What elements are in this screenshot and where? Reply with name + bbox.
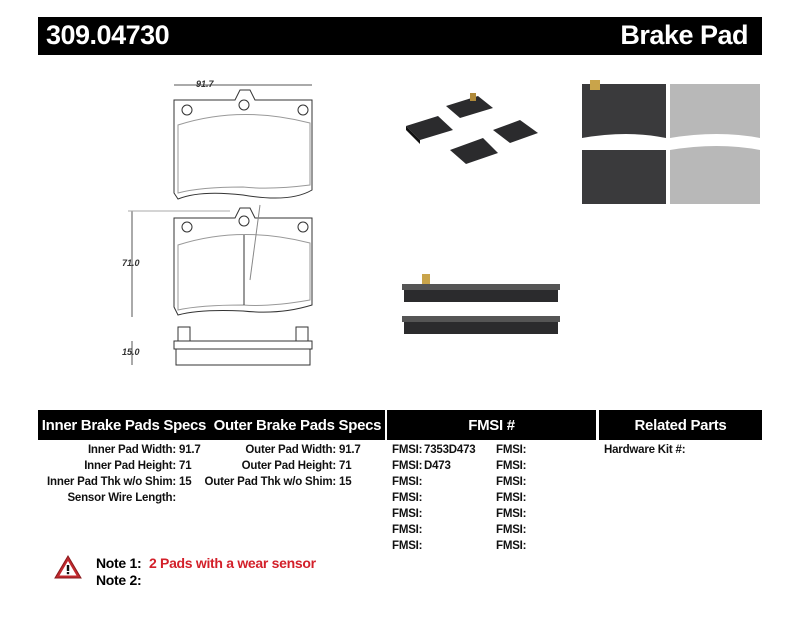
top-pad-friction [177,114,311,194]
fmsi-label: FMSI: [496,476,527,488]
fmsi-row: FMSI: [392,490,475,506]
fmsi-header: FMSI # [387,410,596,440]
note-1-label: Note 1: [96,555,142,571]
note-2-label: Note 2: [96,572,142,588]
top-pad-outline [173,89,313,200]
technical-drawing [128,84,313,366]
inner-spec-row: Inner Pad Height: 71 [20,458,201,474]
face-pads-photo [582,80,760,204]
fmsi-row: FMSI: [392,474,475,490]
spec-value: 15 [339,476,352,488]
fmsi-row: FMSI: [392,522,475,538]
fmsi-label: FMSI: [392,444,423,456]
fmsi-row: FMSI:D473 [392,458,475,474]
bottom-pad-outline [173,207,313,316]
note-2: Note 2: [96,572,142,588]
spec-label: Outer Pad Thk w/o Shim: [204,476,337,488]
related-parts-header: Related Parts [599,410,762,440]
spec-value: 71 [179,460,192,472]
fmsi-label: FMSI: [392,492,423,504]
outer-spec-row: Outer Pad Thk w/o Shim: 15 [180,474,361,490]
fmsi-row: FMSI:7353D473 [392,442,476,458]
note-1: Note 1: 2 Pads with a wear sensor [96,555,316,571]
outer-spec-row: Outer Pad Width: 91.7 [180,442,361,458]
fmsi-label: FMSI: [392,476,423,488]
fmsi-label: FMSI: [496,460,527,472]
outer-spec-row: Outer Pad Height: 71 [180,458,361,474]
inner-spec-row: Inner Pad Width: 91.7 [20,442,201,458]
spec-value: 71 [339,460,352,472]
fmsi-label: FMSI: [496,540,527,552]
spec-label: Inner Pad Width: [87,444,176,456]
inner-specs-header: Inner Brake Pads Specs [41,416,207,434]
fmsi-value: 7353D473 [424,444,476,456]
spec-label: Outer Pad Width: [245,444,336,456]
spec-label: Sensor Wire Length: [67,492,176,504]
warning-triangle-icon [54,555,82,579]
fmsi-label: FMSI: [496,492,527,504]
hardware-kit-row: Hardware Kit #: [604,442,686,458]
outer-specs-header: Outer Brake Pads Specs [213,416,382,434]
thickness-dimension: 15.0 [122,347,140,357]
part-number: 309.04730 [46,20,170,50]
side-pads-photo [402,274,560,334]
fmsi-label: FMSI: [496,508,527,520]
fmsi-row: FMSI: [392,506,475,522]
spec-value: 91.7 [339,444,361,456]
specs-header: Inner Brake Pads Specs Outer Brake Pads … [38,410,385,440]
width-dimension: 91.7 [196,79,214,89]
fmsi-label: FMSI: [392,540,423,552]
fmsi-label: FMSI: [496,444,527,456]
fmsi-label: FMSI: [392,524,423,536]
isometric-pads-photo [406,93,538,164]
spec-label: Inner Pad Height: [84,460,176,472]
inner-spec-row: Inner Pad Thk w/o Shim: 15 [20,474,201,490]
fmsi-label: FMSI: [392,460,423,472]
spec-value: 15 [179,476,192,488]
spec-value: 91.7 [179,444,201,456]
fmsi-value: D473 [424,460,451,472]
title-bar: 309.04730 Brake Pad [38,17,762,55]
product-type: Brake Pad [620,20,748,50]
spec-label: Inner Pad Thk w/o Shim: [47,476,176,488]
fmsi-row: FMSI: [392,538,475,554]
fmsi-label: FMSI: [496,524,527,536]
note-1-text: 2 Pads with a wear sensor [148,555,316,571]
fmsi-label: FMSI: [392,508,423,520]
height-dimension: 71.0 [122,258,140,268]
hardware-kit-label: Hardware Kit #: [604,444,686,456]
spec-label: Outer Pad Height: [241,460,337,472]
inner-spec-row: Sensor Wire Length: [20,490,201,506]
